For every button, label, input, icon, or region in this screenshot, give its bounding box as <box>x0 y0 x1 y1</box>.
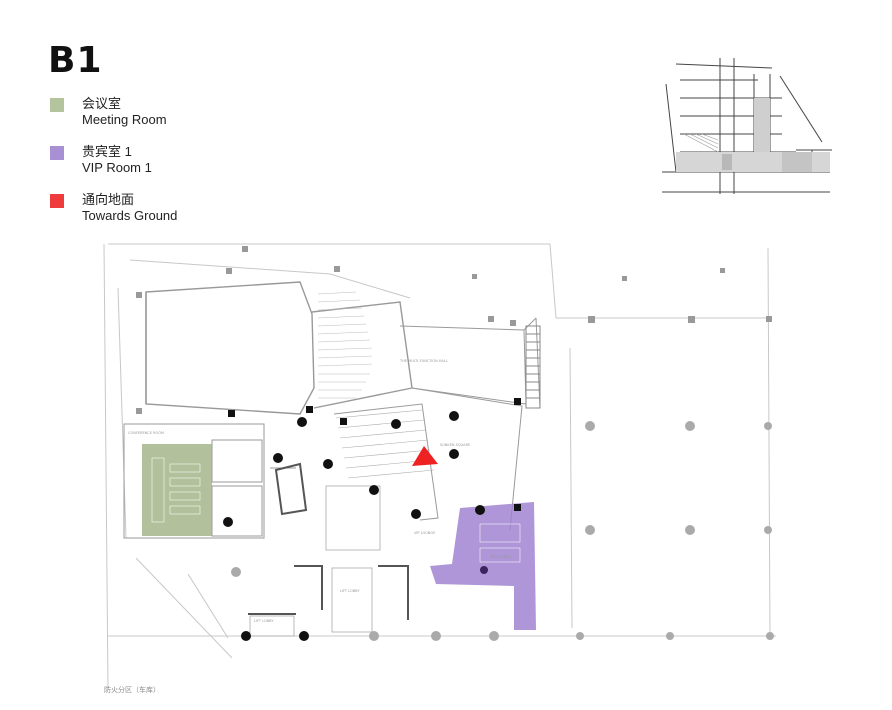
svg-text:LIFT LOBBY: LIFT LOBBY <box>254 619 274 623</box>
meeting-room-area <box>142 444 212 536</box>
svg-text:LIFT LOBBY: LIFT LOBBY <box>340 589 360 593</box>
plan-footer-label: 防火分区（车库） <box>104 685 160 694</box>
svg-text:CONFERENCE ROOM: CONFERENCE ROOM <box>128 431 164 435</box>
legend-label-en: VIP Room 1 <box>82 160 152 175</box>
legend-label-zh: 通向地面 <box>82 192 135 207</box>
building-section-thumbnail <box>662 58 832 194</box>
b1-floor-plan: THE MULTI-FUNCTION HALL SUNKEN SQUARE CO… <box>103 243 776 694</box>
swatch-vip-room <box>50 146 64 160</box>
svg-text:THE MULTI-FUNCTION HALL: THE MULTI-FUNCTION HALL <box>399 359 448 363</box>
towards-ground-arrow <box>412 446 438 466</box>
vip-room-1-area <box>430 502 536 630</box>
legend-label-zh: 贵宾室 1 <box>82 144 132 159</box>
level-title: B1 <box>48 40 103 81</box>
legend-label-en: Meeting Room <box>82 112 167 127</box>
swatch-meeting-room <box>50 98 64 112</box>
legend-label-zh: 会议室 <box>82 96 122 111</box>
svg-text:VIP LOUNGE: VIP LOUNGE <box>490 555 511 559</box>
svg-text:VIP LOUNGE: VIP LOUNGE <box>414 531 435 535</box>
svg-text:SUNKEN SQUARE: SUNKEN SQUARE <box>440 443 470 447</box>
swatch-towards-ground <box>50 194 64 208</box>
legend-label-en: Towards Ground <box>82 208 178 223</box>
